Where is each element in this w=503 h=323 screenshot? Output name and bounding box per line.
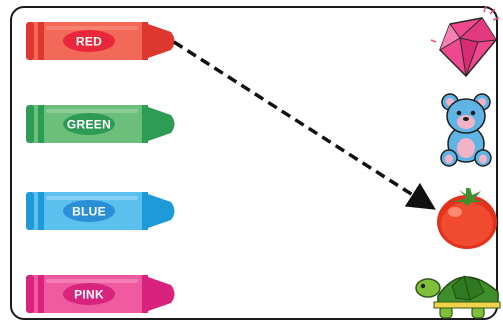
tomato-icon[interactable] — [437, 187, 497, 249]
turtle-icon[interactable] — [415, 275, 501, 319]
crayon-label-green: GREEN — [67, 118, 111, 132]
teddy-bear-icon[interactable] — [440, 93, 492, 167]
crayon-label-red: RED — [76, 35, 102, 49]
crayon-blue[interactable]: BLUE — [26, 192, 175, 230]
crayon-label-pink: PINK — [74, 288, 104, 302]
crayon-red[interactable]: RED — [26, 22, 175, 60]
match-arrow — [173, 40, 436, 210]
crayon-pink[interactable]: PINK — [26, 275, 175, 313]
crayon-green[interactable]: GREEN — [26, 105, 175, 143]
crayon-label-blue: BLUE — [72, 205, 106, 219]
gem-icon[interactable] — [430, 5, 500, 78]
